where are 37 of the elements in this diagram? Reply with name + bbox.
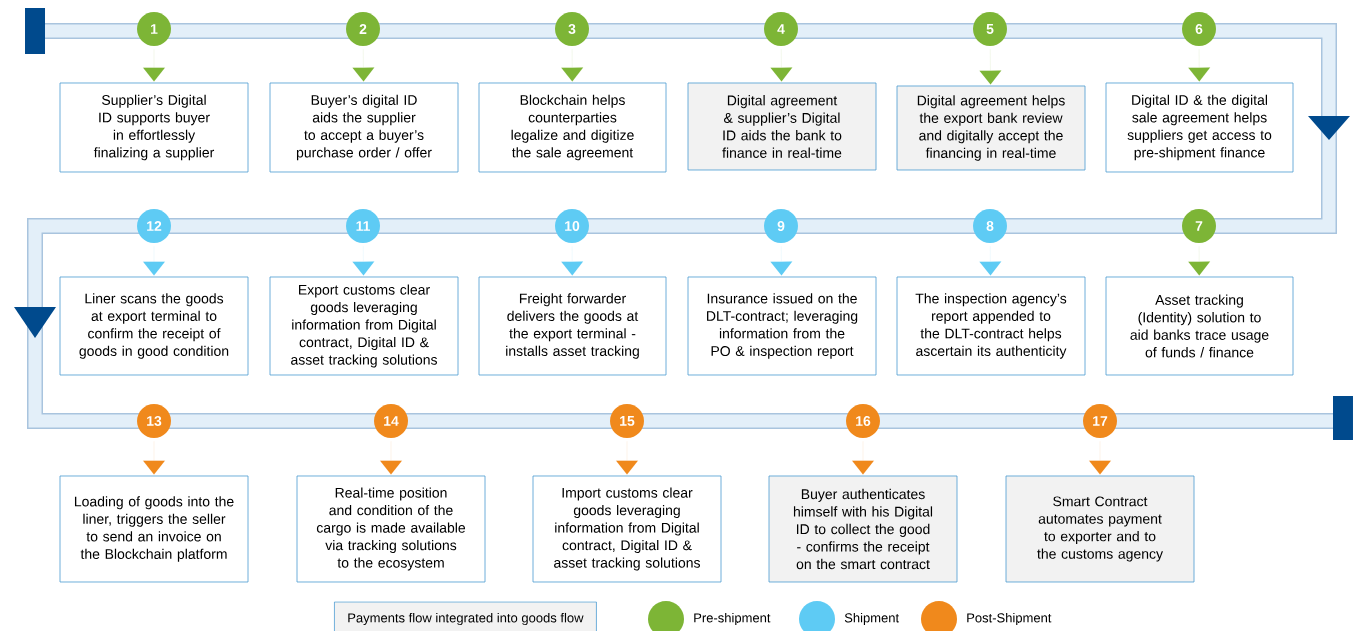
step-box: Liner scans the goods at export terminal to confirm the receipt of goods in good condition (59, 276, 249, 376)
step-box: Loading of goods into the liner, triggers the seller to send an invoice on the Blockchain platform (59, 475, 249, 583)
step-box: Buyer’s digital ID aids the supplier to accept a buyer’s purchase order / offer (269, 82, 459, 173)
arrow (143, 246, 165, 276)
arrow (1089, 441, 1111, 475)
arrow (1188, 246, 1211, 276)
arrow (1188, 49, 1211, 82)
arrow (616, 441, 638, 475)
step-box: Blockchain helps counterparties legalize and digitize the sale agreement (478, 82, 667, 173)
step-box: Digital ID & the digital sale agreement helps suppliers get access to pre-shipment finance (1105, 82, 1294, 173)
step-box: Asset tracking (Identity) solution to aid banks trace usage of funds / finance (1105, 276, 1294, 376)
step-box: Freight forwarder delivers the goods at the export terminal - installs asset tracking (478, 276, 667, 376)
legend-label: Pre-shipment (694, 612, 771, 626)
step-box: Supplier’s Digital ID supports buyer in effortlessly finalizing a supplier (59, 82, 249, 173)
arrow (561, 49, 584, 82)
step-box: Real-time position and condition of the cargo is made available via tracking solutions to the ecosystem (296, 475, 486, 583)
arrow (352, 49, 375, 82)
step-box: Digital agreement & supplier’s Digital ID aids the bank to finance in real-time (687, 82, 877, 171)
step-box: Digital agreement helps the export bank review and digitally accept the financing in real-time (896, 85, 1086, 171)
legend-label: Post-Shipment (967, 612, 1052, 626)
step-box: Import customs clear goods leveraging information from Digital contract, Digital ID & asset tracking solutions (532, 475, 722, 583)
step-box: Export customs clear goods leveraging information from Digital contract, Digital ID & asset tracking solutions (269, 276, 459, 376)
arrow (561, 246, 584, 276)
arrow (143, 49, 165, 82)
step-box: Buyer authenticates himself with his Digital ID to collect the good - confirms the receipt on the smart contract (768, 475, 958, 583)
arrow (979, 49, 1002, 85)
legend-label: Shipment (844, 612, 899, 626)
arrow (380, 441, 402, 475)
step-box: The inspection agency’s report appended to the DLT-contract helps ascertain its authenticity (896, 276, 1086, 376)
arrow (770, 49, 793, 82)
arrow (352, 246, 375, 276)
step-box: Smart Contract automates payment to exporter and to the customs agency (1005, 475, 1195, 583)
arrow (770, 246, 793, 276)
arrow (143, 441, 165, 475)
arrow (852, 441, 874, 475)
step-box: Insurance issued on the DLT-contract; leveraging information from the PO & inspection report (687, 276, 877, 376)
arrow (979, 246, 1002, 276)
